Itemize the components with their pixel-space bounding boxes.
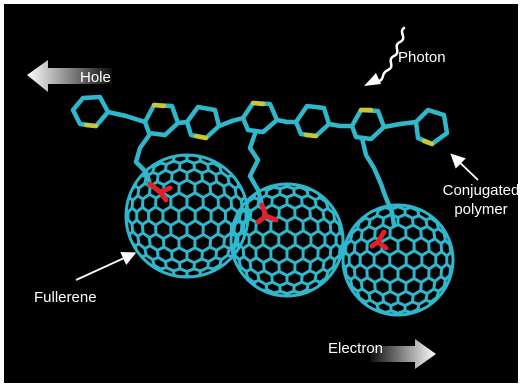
- thiophene-ring: [413, 107, 450, 147]
- sulfur-atoms: [83, 100, 435, 147]
- right-arrow-icon: [370, 339, 436, 369]
- fullerene-pointer-arrow: [75, 251, 137, 281]
- conjugated-polymer-label-line1: Conjugated: [443, 182, 520, 199]
- electron-label: Electron: [328, 340, 383, 357]
- sulfur-atom: [193, 133, 209, 141]
- photon-arrowhead: [364, 73, 381, 86]
- sulfur-atom: [303, 132, 319, 139]
- fullerene-label: Fullerene: [34, 289, 97, 306]
- ester-group-2: [255, 202, 279, 225]
- sulfur-atom: [421, 138, 435, 147]
- wavy-photon-icon: [376, 26, 406, 84]
- sulfur-atom: [151, 102, 167, 109]
- photon-label: Photon: [398, 49, 446, 66]
- left-arrow-icon: [27, 60, 112, 92]
- conjugated-polymer-label-line2: polymer: [454, 201, 507, 218]
- ester-group-1: [147, 181, 173, 203]
- sulfur-atom: [83, 122, 99, 129]
- ester-group-3: [369, 229, 389, 251]
- polymer-pointer-arrow: [450, 153, 479, 181]
- ester-groups: [147, 181, 389, 251]
- hole-label: Hole: [80, 69, 111, 86]
- sulfur-atom: [250, 100, 266, 107]
